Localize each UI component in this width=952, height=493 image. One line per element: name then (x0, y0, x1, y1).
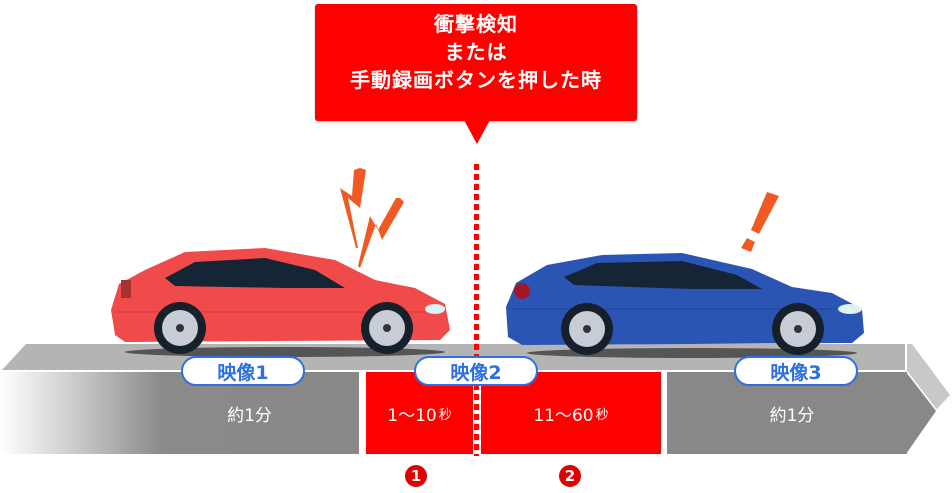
video1-duration: 約1分 (227, 405, 272, 426)
lightning-bolt-icon (340, 168, 404, 268)
video2-before-unit: 秒 (438, 407, 452, 423)
segment-video1-block: 約1分 (0, 372, 359, 454)
video3-duration: 約1分 (769, 405, 815, 426)
trigger-callout: 衝撃検知 または 手動録画ボタンを押した時 (315, 4, 637, 121)
callout-line-3: 手動録画ボタンを押した時 (350, 68, 602, 92)
video2-before-duration: 1〜10 (387, 405, 437, 426)
marker-1-badge: 1 (405, 465, 427, 487)
video2-after-duration: 11〜60 (533, 405, 594, 426)
blue-car-illustration (506, 253, 864, 358)
video1-label: 映像1 (181, 356, 305, 386)
event-divider-line (474, 164, 479, 456)
callout-line-2: または (444, 40, 508, 64)
callout-pointer (464, 120, 490, 144)
red-car-illustration (111, 248, 450, 357)
exclamation-icon (741, 192, 779, 252)
video2-label: 映像2 (414, 356, 538, 386)
video3-label: 映像3 (734, 356, 858, 386)
marker-2-badge: 2 (559, 465, 581, 487)
callout-line-1: 衝撃検知 (434, 12, 518, 36)
video2-after-unit: 秒 (595, 407, 609, 423)
